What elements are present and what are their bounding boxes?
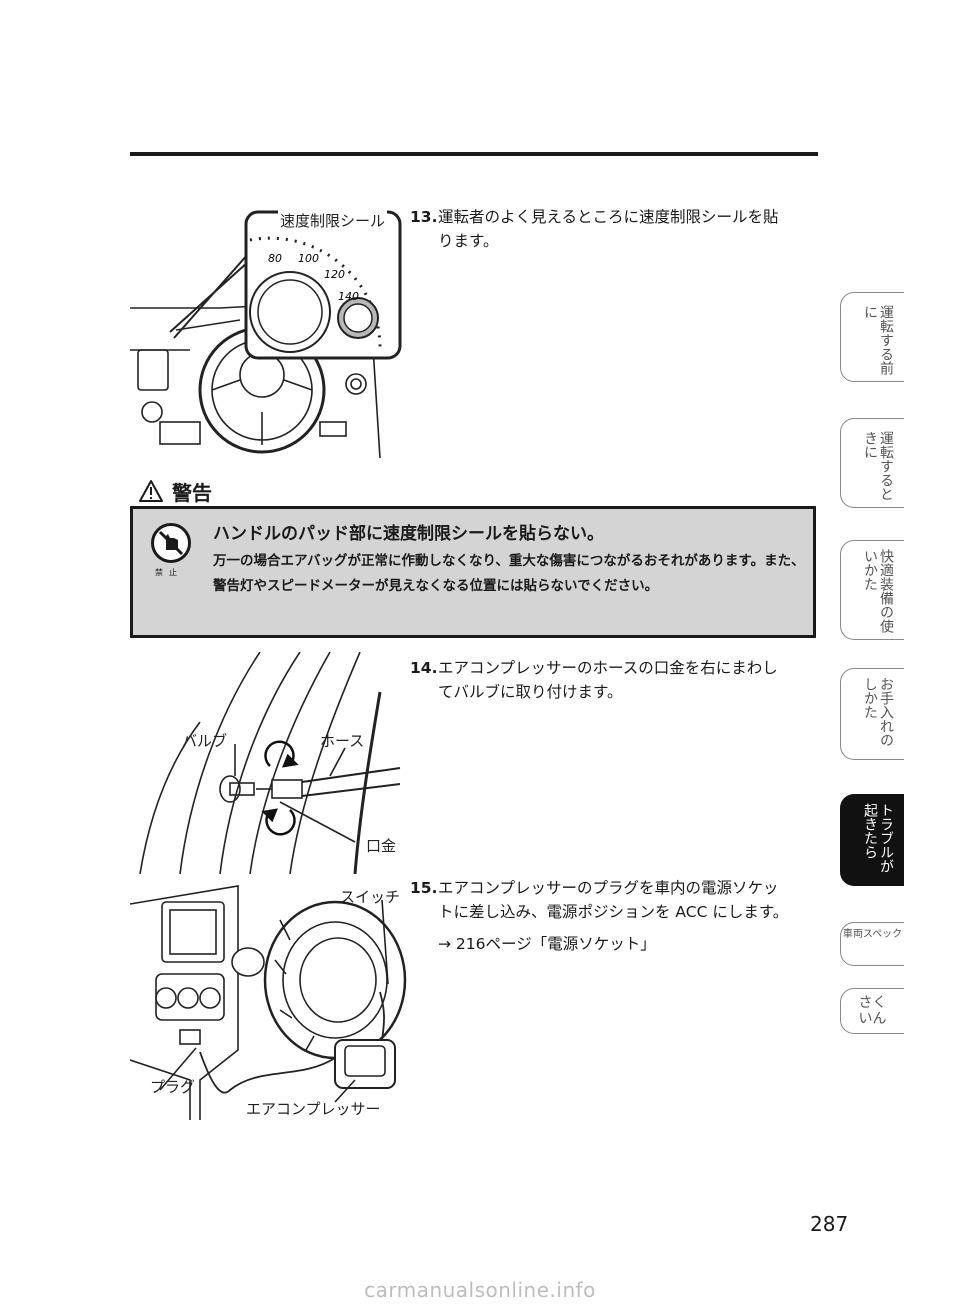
step-13-line2: ります。: [438, 232, 499, 250]
warning-heading-text: 警告: [172, 480, 212, 505]
speed-140: 140: [338, 290, 359, 303]
step-15-line2: トに差し込み、電源ポジションを ACC にします。: [438, 903, 789, 921]
top-rule: [130, 152, 818, 156]
step-14-number: 14.: [410, 659, 438, 677]
step-13-line1: 運転者のよく見えるところに速度制限シールを貼: [438, 208, 779, 226]
step-13: 13.運転者のよく見えるところに速度制限シールを貼 ります。: [410, 205, 820, 253]
page-number: 287: [810, 1212, 849, 1236]
speed-100: 100: [298, 252, 319, 265]
plug-label: プラグ: [150, 1078, 196, 1096]
tab-index-label: さくいん: [858, 995, 887, 1027]
tab-specs-label: 車両スペック: [842, 929, 903, 940]
compressor-illustration: [129, 885, 407, 1120]
step-15-number: 15.: [410, 879, 438, 897]
warning-title: ハンドルのパッド部に速度制限シールを貼らない。: [213, 524, 604, 544]
compressor-label: エアコンプレッサー: [246, 1100, 381, 1118]
step-13-number: 13.: [410, 208, 438, 226]
speed-sticker-label: 速度制限シール: [278, 210, 388, 231]
step-14-line1: エアコンプレッサーのホースの口金を右にまわし: [438, 659, 778, 677]
warning-triangle-icon: [139, 480, 163, 502]
speed-80: 80: [268, 252, 282, 265]
step-15-line1: エアコンプレッサーのプラグを車内の電源ソケッ: [438, 879, 779, 897]
tab-before-driving-label: 運転する前に: [862, 305, 894, 375]
tab-while-driving-label: 運転するときに: [862, 431, 894, 501]
valve-hose-illustration: [139, 651, 401, 875]
figure-valve-hose: バルブ ホース 口金: [130, 651, 405, 875]
dashboard-illustration: 80 100 120 140: [130, 210, 402, 459]
warning-box: 禁止 ハンドルのパッド部に速度制限シールを貼らない。 万一の場合エアバッグが正常…: [130, 506, 816, 638]
tab-comfort-features[interactable]: 快適装備の使いかた: [840, 540, 904, 640]
warning-body: 万一の場合エアバッグが正常に作動しなくなり、重大な傷害につながるおそれがあります…: [213, 553, 805, 594]
tab-specs[interactable]: 車両スペック: [840, 922, 904, 966]
step-15: 15.エアコンプレッサーのプラグを車内の電源ソケッ トに差し込み、電源ポジション…: [410, 876, 820, 956]
hose-label: ホース: [320, 732, 365, 750]
step-14-line2: てバルブに取り付けます。: [438, 683, 623, 701]
tab-troubleshooting-label: トラブルが起きたら: [862, 803, 894, 873]
watermark: carmanualsonline.info: [364, 1278, 596, 1302]
tab-index[interactable]: さくいん: [840, 988, 904, 1034]
switch-label: スイッチ: [340, 888, 401, 906]
warning-heading: 警告: [138, 476, 212, 506]
tab-troubleshooting[interactable]: トラブルが起きたら: [840, 794, 904, 886]
tab-comfort-features-label: 快適装備の使いかた: [862, 549, 894, 633]
prohibited-label: 禁止: [155, 568, 183, 577]
tab-maintenance[interactable]: お手入れのしかた: [840, 668, 904, 760]
valve-label: バルブ: [182, 732, 228, 750]
speed-120: 120: [324, 268, 345, 281]
figure-dashboard: 80 100 120 140 速度制限シール: [130, 200, 402, 459]
tab-maintenance-label: お手入れのしかた: [862, 677, 894, 747]
tab-before-driving[interactable]: 運転する前に: [840, 292, 904, 382]
step-14: 14.エアコンプレッサーのホースの口金を右にまわし てバルブに取り付けます。: [410, 656, 820, 704]
tab-while-driving[interactable]: 運転するときに: [840, 418, 904, 508]
prohibited-icon: [151, 523, 191, 563]
figure-compressor: スイッチ プラグ エアコンプレッサー: [129, 880, 410, 1120]
step-15-reference: → 216ページ「電源ソケット」: [438, 935, 656, 953]
nozzle-label: 口金: [366, 837, 397, 855]
